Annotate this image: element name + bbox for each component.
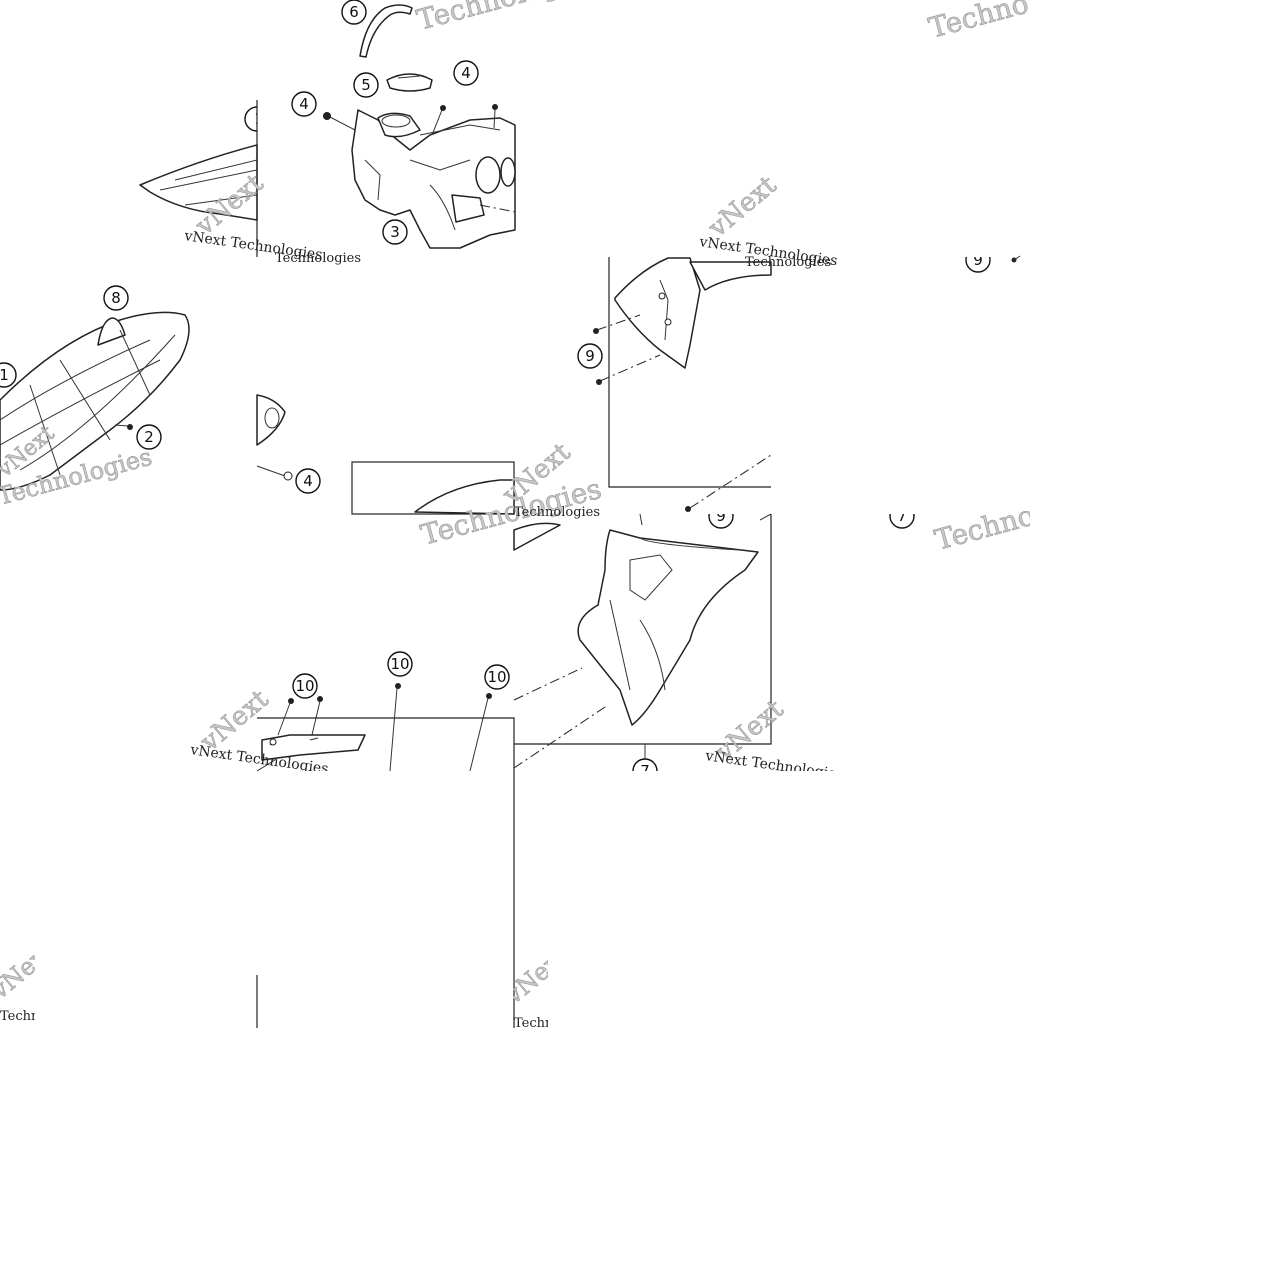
callout-10-mid: 10: [387, 651, 413, 677]
callout-4-label: 4: [299, 95, 309, 113]
watermark-brand: Technologies: [413, 0, 601, 37]
callout-4-tank-left: 4: [291, 91, 317, 117]
watermark-line: Technologies: [275, 251, 361, 266]
callout-1-label: 1: [0, 366, 9, 384]
watermark-line: Technologies: [745, 255, 831, 270]
callout-5-tank: 5: [353, 72, 379, 98]
callout-9-label: 9: [973, 251, 983, 269]
fuel-tank-drawing: [323, 4, 516, 249]
side-cover-top: [593, 257, 772, 512]
callout-8-label: 8: [111, 289, 121, 307]
callout-8: 8: [103, 285, 129, 311]
stray-screw-right: [1011, 255, 1021, 263]
watermark-line: Technologies: [514, 505, 600, 520]
callout-3: 3: [382, 219, 408, 245]
callout-6-label: 6: [349, 3, 359, 21]
callout-10-label: 10: [487, 668, 506, 686]
callout-3-label: 3: [390, 223, 400, 241]
callout-10-right: 10: [484, 664, 510, 690]
callout-9-panel: 9: [577, 343, 603, 369]
seat-drawing: [0, 311, 190, 491]
callout-5-label: 5: [361, 76, 371, 94]
watermark-brand: vNext: [702, 170, 782, 244]
callout-10-label: 10: [295, 677, 314, 695]
callout-4-side: 4: [295, 468, 321, 494]
callout-9-label: 9: [716, 507, 726, 525]
callout-7-label: 7: [897, 507, 907, 525]
callout-2: 2: [136, 424, 162, 450]
front-panel: [256, 683, 515, 1028]
callout-6: 6: [341, 0, 367, 25]
side-cover-main: [513, 513, 772, 769]
callout-2-label: 2: [144, 428, 154, 446]
callout-9-label: 9: [585, 347, 595, 365]
callout-1-seat: 1: [0, 362, 17, 388]
callout-4-tank-right: 4: [453, 60, 479, 86]
callout-4-label: 4: [303, 472, 313, 490]
callout-10-label: 10: [390, 655, 409, 673]
callout-10-left: 10: [292, 673, 318, 699]
tank-side-fragment: [256, 394, 515, 515]
callout-4-label: 4: [461, 64, 471, 82]
